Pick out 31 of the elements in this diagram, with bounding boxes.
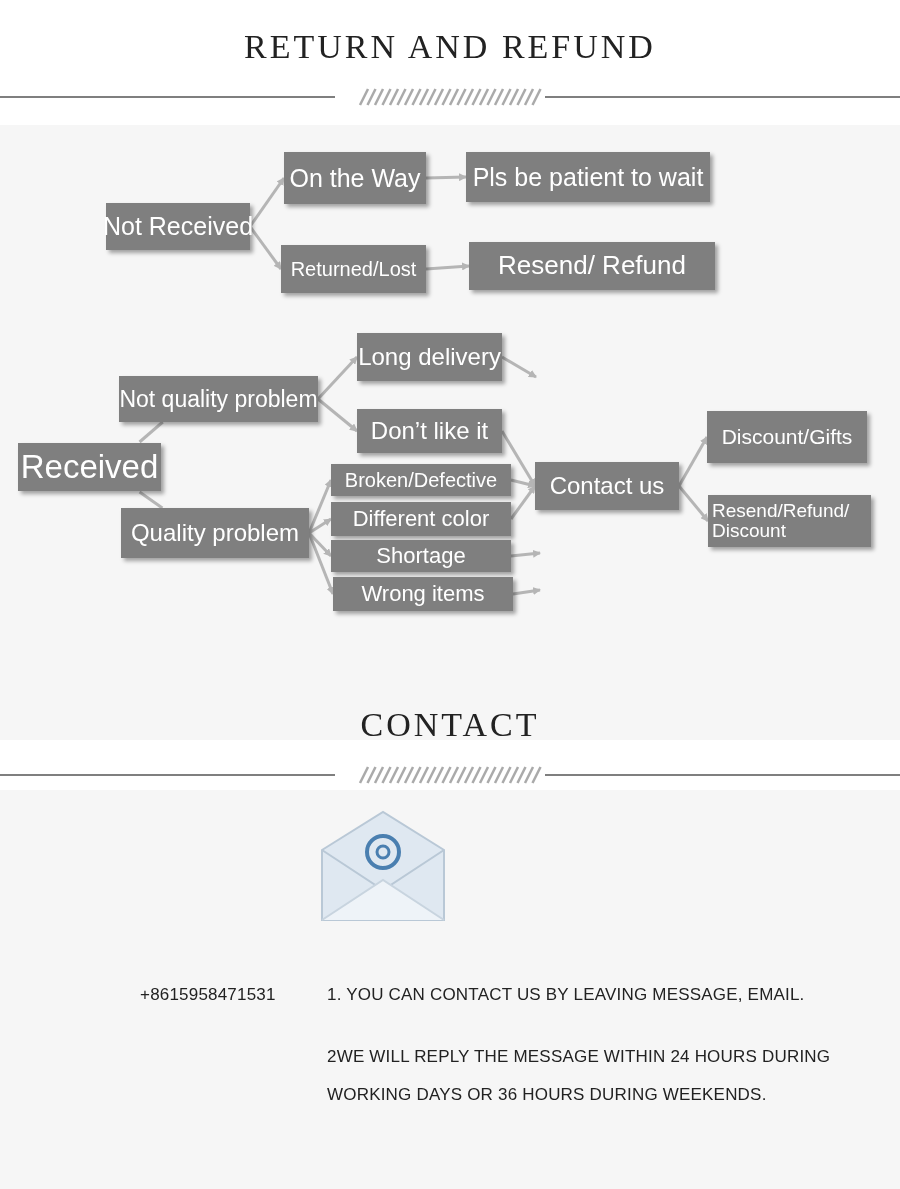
section-heading: CONTACT: [360, 706, 540, 743]
arrow: [308, 517, 332, 535]
title: RETURN AND REFUND: [244, 28, 656, 65]
arrow: [512, 587, 541, 596]
process-box: Resend/ Refund: [469, 242, 715, 290]
arrow: [425, 262, 470, 271]
process-box: Pls be patient to wait: [466, 152, 710, 202]
arrow: [510, 549, 541, 558]
process-box: Not quality problem: [119, 376, 318, 422]
process-box: Shortage: [331, 540, 511, 572]
process-box: Contact us: [535, 462, 679, 510]
phone-number: +8615958471531: [140, 985, 276, 1004]
process-box: On the Way: [284, 152, 426, 204]
connector-line: [138, 420, 164, 444]
process-box: Different color: [331, 502, 511, 536]
contact-note: 1. YOU CAN CONTACT US BY LEAVING MESSAGE, EMAIL.: [327, 985, 805, 1004]
process-box: Returned/Lost: [281, 245, 426, 293]
process-box: Long delivery: [357, 333, 502, 381]
contact-note: 2WE WILL REPLY THE MESSAGE WITHIN 24 HOURS DURING WORKING DAYS OR 36 HOURS DURING WEEKENDS.: [327, 1047, 831, 1104]
process-box: Broken/Defective: [331, 464, 511, 496]
process-box: Don’t like it: [357, 409, 502, 453]
process-box: Discount/Gifts: [707, 411, 867, 463]
connector-line: [138, 490, 164, 510]
arrow: [317, 397, 358, 433]
arrow: [425, 173, 467, 182]
process-box: Resend/Refund/ Discount: [708, 495, 871, 547]
process-box: Quality problem: [121, 508, 309, 558]
arrow: [510, 478, 536, 489]
arrow: [501, 355, 537, 379]
process-box: Wrong items: [333, 577, 513, 611]
process-box: Received: [18, 443, 161, 491]
